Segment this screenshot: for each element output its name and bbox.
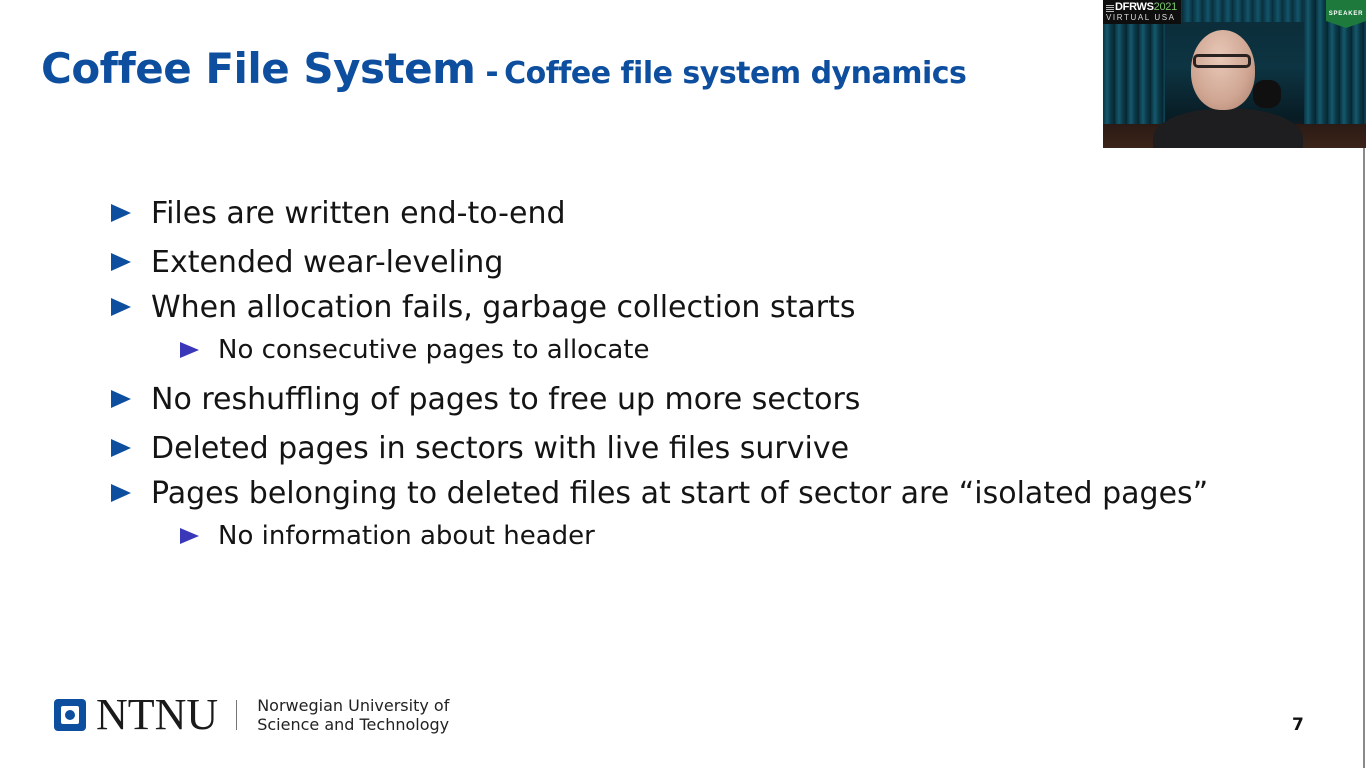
title-separator: - bbox=[485, 53, 499, 91]
triangle-sub-bullet-icon bbox=[180, 342, 199, 358]
event-name: DFRWS bbox=[1115, 1, 1154, 13]
speaker-head bbox=[1191, 30, 1255, 110]
bullet-text: No consecutive pages to allocate bbox=[218, 335, 650, 365]
slide-edge-divider bbox=[1363, 148, 1365, 768]
university-name-line1: Norwegian University of bbox=[257, 696, 450, 715]
slide-page-number: 7 bbox=[1292, 715, 1304, 735]
triangle-bullet-icon bbox=[111, 253, 131, 271]
bullet-text: No reshuffling of pages to free up more … bbox=[151, 381, 861, 417]
bullet-item: No reshuffling of pages to free up more … bbox=[111, 379, 860, 419]
curtain-right bbox=[1304, 0, 1366, 148]
chair bbox=[1253, 80, 1281, 108]
ntnu-logo-icon bbox=[54, 699, 86, 731]
bullet-text: Pages belonging to deleted files at star… bbox=[151, 475, 1209, 511]
slide-subtitle: Coffee file system dynamics bbox=[504, 56, 967, 91]
triangle-bullet-icon bbox=[111, 484, 131, 502]
triangle-bullet-icon bbox=[111, 298, 131, 316]
event-logo-icon bbox=[1106, 3, 1114, 12]
triangle-bullet-icon bbox=[111, 439, 131, 457]
sub-bullet-item: No information about header bbox=[180, 519, 595, 553]
bullet-text: Extended wear-leveling bbox=[151, 244, 504, 280]
bullet-item: When allocation fails, garbage collectio… bbox=[111, 287, 856, 327]
logo-divider bbox=[236, 700, 238, 730]
bullet-text: Files are written end-to-end bbox=[151, 195, 566, 231]
curtain-left bbox=[1103, 0, 1165, 148]
triangle-bullet-icon bbox=[111, 390, 131, 408]
university-name: Norwegian University of Science and Tech… bbox=[257, 696, 449, 734]
event-year: 2021 bbox=[1153, 1, 1178, 13]
slide-title-main: Coffee File System bbox=[41, 44, 476, 93]
bullet-item: Files are written end-to-end bbox=[111, 193, 566, 233]
ntnu-wordmark: NTNU bbox=[96, 690, 219, 739]
university-name-line2: Science and Technology bbox=[257, 715, 450, 734]
bullet-text: When allocation fails, garbage collectio… bbox=[151, 289, 856, 325]
bullet-text: No information about header bbox=[218, 521, 595, 551]
bullet-text: Deleted pages in sectors with live files… bbox=[151, 430, 850, 466]
speaker-glasses bbox=[1193, 54, 1251, 68]
bullet-item: Extended wear-leveling bbox=[111, 242, 503, 282]
bullet-item: Pages belonging to deleted files at star… bbox=[111, 473, 1208, 513]
speaker-body bbox=[1153, 108, 1303, 148]
triangle-bullet-icon bbox=[111, 204, 131, 222]
slide-title: Coffee File System-Coffee file system dy… bbox=[41, 44, 967, 93]
sub-bullet-item: No consecutive pages to allocate bbox=[180, 333, 650, 367]
bullet-item: Deleted pages in sectors with live files… bbox=[111, 428, 849, 468]
event-subtitle: VIRTUAL USA bbox=[1106, 13, 1176, 22]
triangle-sub-bullet-icon bbox=[180, 528, 199, 544]
ntnu-logo: NTNU Norwegian University of Science and… bbox=[54, 693, 449, 737]
